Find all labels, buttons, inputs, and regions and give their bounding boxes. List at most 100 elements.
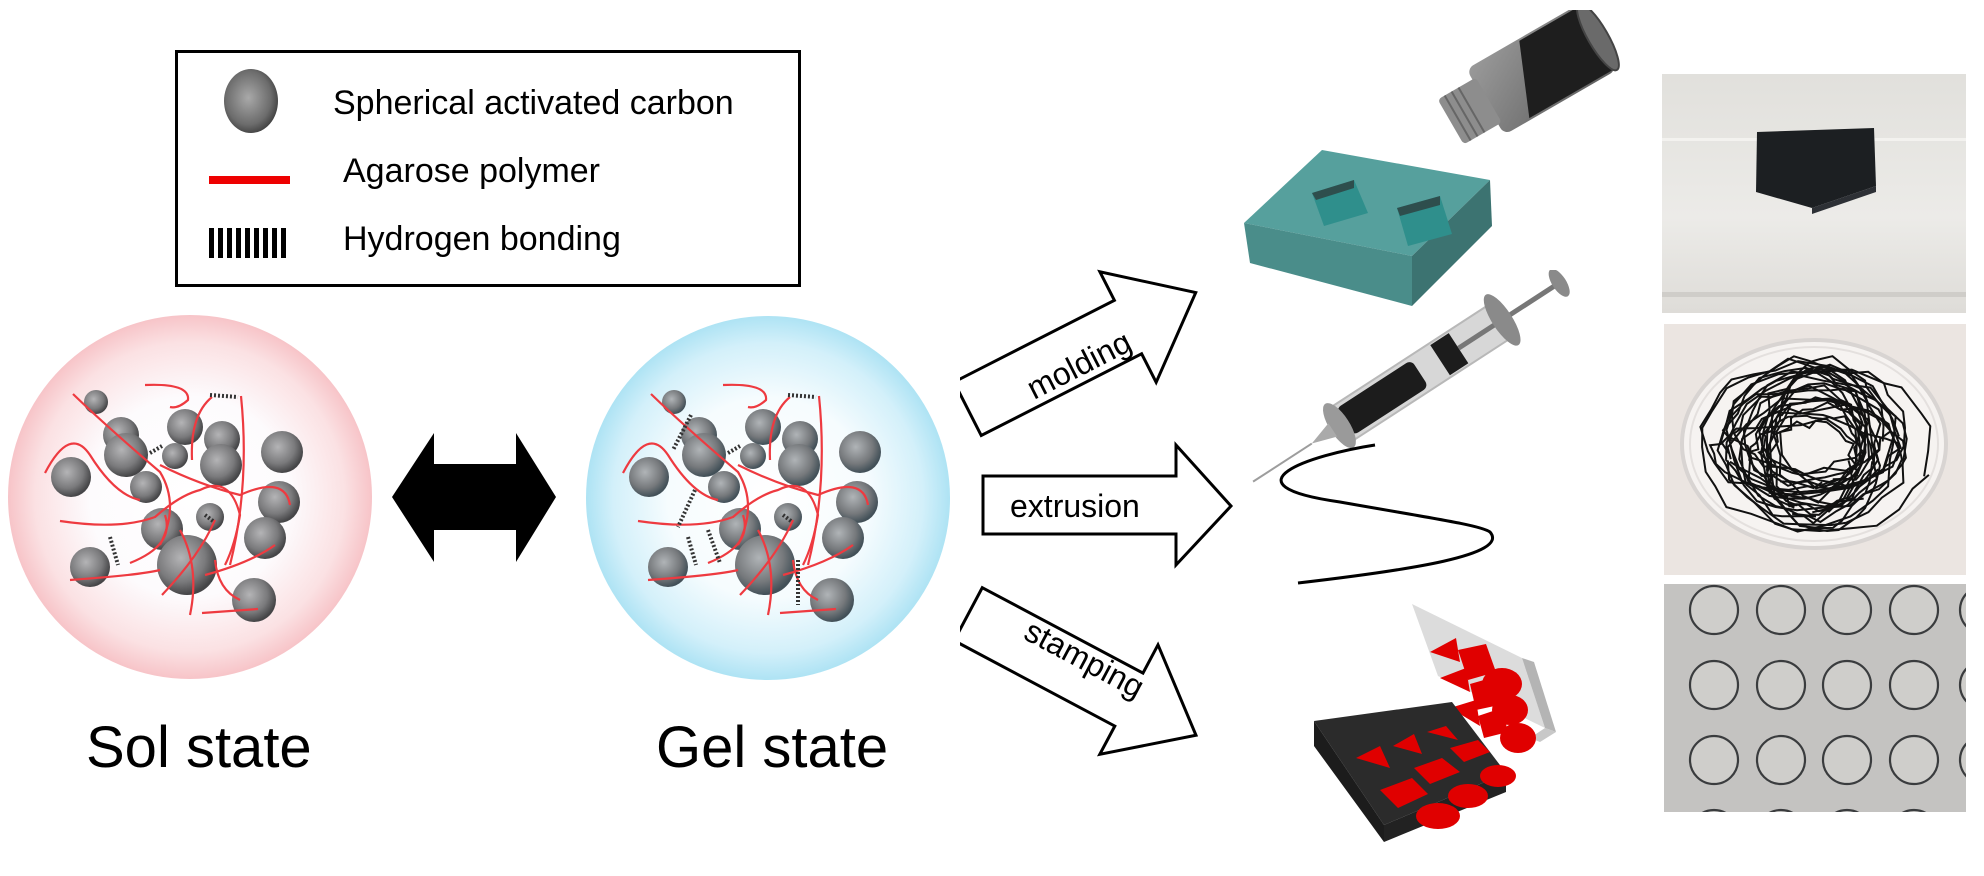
agarose-strand: [44, 442, 141, 502]
carbon-sphere: [258, 481, 300, 523]
legend-label-carbon: Spherical activated carbon: [333, 84, 734, 122]
micro-well: [1821, 584, 1873, 636]
well-array: [1688, 584, 1966, 812]
agarose-strand: [69, 568, 161, 582]
agarose-strand: [768, 396, 791, 461]
agarose-strand: [72, 393, 171, 546]
stamp-icon: [1412, 604, 1556, 753]
agarose-strand: [806, 395, 823, 566]
gel-state-label: Gel state: [656, 715, 889, 780]
extrusion-illustration: [1252, 270, 1570, 585]
sol-state-label: Sol state: [86, 715, 312, 780]
stamping-illustration: [1314, 604, 1556, 842]
micro-well: [1958, 592, 1966, 628]
agarose-strand: [782, 544, 854, 577]
agarose-strand: [637, 484, 820, 566]
extrusion-label: extrusion: [1010, 488, 1140, 524]
agarose-strand: [707, 514, 746, 565]
agarose-strand: [129, 514, 168, 565]
agarose-strand: [204, 544, 276, 577]
agarose-strand: [228, 395, 245, 566]
hydrogen-bond: [781, 513, 793, 523]
micro-well: [1888, 659, 1940, 711]
hydrogen-bond: [671, 414, 693, 451]
agarose-strand: [791, 559, 819, 602]
micro-well: [1834, 808, 1860, 812]
carbon-sphere: [740, 443, 766, 469]
gel-network: [622, 383, 881, 622]
fiber-tangle: [1699, 355, 1932, 533]
micro-well: [1701, 808, 1727, 812]
agarose-strand: [739, 519, 795, 596]
agarose-strand: [161, 519, 217, 596]
carbon-sphere: [130, 471, 162, 503]
syringe-icon: [1252, 270, 1570, 483]
agarose-strand: [179, 529, 195, 616]
agarose-strand: [159, 464, 292, 506]
carbon-sphere: [167, 409, 203, 445]
agarose-strand: [201, 607, 259, 615]
carbon-sphere: [836, 481, 878, 523]
extrusion-arrow: [981, 441, 1234, 569]
stamp-mold-icon: [1314, 702, 1516, 842]
carbon-sphere: [261, 431, 303, 473]
agarose-strand: [779, 607, 837, 615]
molding-arrow: [960, 269, 1198, 438]
carbon-sphere: [51, 457, 91, 497]
micro-well: [1755, 659, 1807, 711]
agarose-strand: [737, 464, 870, 506]
micro-well: [1901, 808, 1927, 812]
legend-label-hbond: Hydrogen bonding: [343, 220, 621, 258]
carbon-sphere: [839, 431, 881, 473]
double-arrow-icon: [392, 433, 556, 562]
micro-well: [1821, 659, 1873, 711]
micro-well: [1958, 667, 1966, 703]
carbon-sphere: [682, 433, 726, 477]
stamped-wells-photo: [1664, 584, 1966, 812]
gel-state-circle: [586, 316, 950, 680]
molded-cube-photo: [1662, 74, 1966, 313]
micro-well: [1888, 734, 1940, 786]
carbon-sphere: [162, 443, 188, 469]
vial-icon: [1439, 10, 1620, 144]
sphere-icon: [224, 69, 278, 133]
hydrogen-bond: [706, 529, 722, 564]
molding-illustration: [1244, 10, 1620, 306]
micro-well: [1755, 734, 1807, 786]
hydrogen-bond: [108, 536, 120, 566]
extruded-fiber-photo: [1664, 324, 1966, 575]
agarose-strand: [650, 393, 749, 546]
hydrogen-bond: [686, 536, 698, 566]
hydrogen-bond: [203, 513, 215, 523]
extruded-fiber: [1279, 443, 1494, 585]
agarose-strand: [622, 442, 719, 502]
micro-well: [1755, 584, 1807, 636]
hydrogen-bond: [787, 393, 817, 399]
agarose-strand: [647, 568, 739, 582]
carbon-sphere: [84, 390, 108, 414]
mold-icon: [1244, 150, 1492, 306]
carbon-sphere: [822, 517, 864, 559]
carbon-sphere: [708, 471, 740, 503]
agarose-strand: [757, 529, 773, 616]
sol-network: [44, 383, 303, 622]
carbon-sphere: [662, 390, 686, 414]
agarose-strand: [59, 484, 242, 566]
stamping-arrow: [960, 585, 1199, 757]
carbon-sphere: [244, 517, 286, 559]
micro-well: [1688, 734, 1740, 786]
micro-well: [1821, 734, 1873, 786]
agarose-strand: [190, 396, 213, 461]
dashed-bars-icon: [209, 228, 286, 258]
carbon-sphere: [745, 409, 781, 445]
agarose-strand: [722, 383, 768, 409]
micro-well: [1958, 742, 1966, 778]
legend: Spherical activated carbon Agarose polym…: [175, 50, 801, 287]
agarose-strand: [144, 383, 190, 409]
micro-well: [1688, 659, 1740, 711]
sol-state-circle: [8, 315, 372, 679]
carbon-sphere: [104, 433, 148, 477]
micro-well: [1888, 584, 1940, 636]
legend-label-agarose: Agarose polymer: [343, 152, 601, 190]
